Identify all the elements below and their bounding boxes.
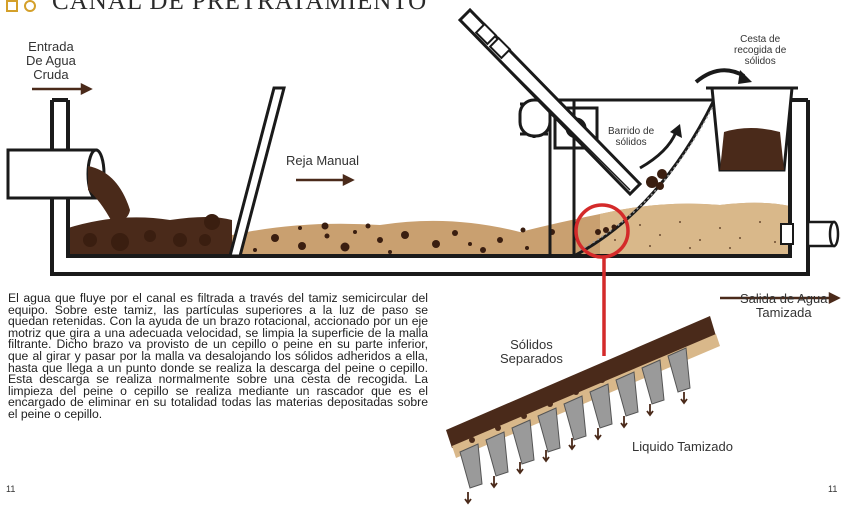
outlet-label-line: Tamizada (755, 305, 812, 320)
rotational-arm (457, 7, 643, 197)
collection-basket (706, 86, 798, 172)
basket-label-line: sólidos (744, 56, 776, 67)
basket-label: Cesta de recogida de sólidos (734, 34, 786, 67)
sweep-label: Barrido de sólidos (608, 126, 654, 148)
sweep-label-line: Barrido de (608, 126, 655, 137)
manual-grid (228, 86, 286, 258)
separated-solids-label: Sólidos Separados (500, 338, 563, 366)
outlet-label-line: Salida de Agua (740, 291, 828, 306)
screened-liquid-label: Liquido Tamizado (632, 439, 733, 454)
body-paragraph: El agua que fluye por el canal es filtra… (8, 291, 428, 421)
grid-label: Reja Manual (286, 153, 359, 168)
screen-mesh (579, 103, 715, 251)
inlet-label: Entrada De Agua Cruda (26, 40, 76, 82)
inlet-pipe (6, 148, 130, 222)
sweep-label-line: sólidos (615, 137, 647, 148)
sediment-particles (83, 214, 555, 254)
page-number-left: 11 (6, 484, 16, 494)
channel-water (68, 202, 790, 256)
inlet-label-line: De Agua (26, 53, 76, 68)
basket-label-line: Cesta de (740, 34, 781, 45)
page-title: CANAL DE PRETRATAMIENTO (52, 0, 428, 15)
motor (518, 98, 552, 138)
outlet-pipe (780, 220, 840, 248)
inlet-label-line: Entrada (28, 39, 74, 54)
separated-solids-label-line: Separados (500, 351, 563, 366)
page-number-right: 11 (828, 484, 838, 494)
inlet-label-line: Cruda (33, 67, 69, 82)
title-icon (6, 0, 36, 12)
basket-arrow-head (738, 70, 752, 84)
basket-label-line: recogida de (734, 45, 787, 56)
sweep-arrow (639, 131, 678, 170)
separated-solids-label-line: Sólidos (510, 337, 553, 352)
basket-arrow (694, 68, 746, 84)
sweep-arrow-head (670, 124, 682, 138)
sweep-solids (595, 169, 667, 235)
fine-particles (614, 221, 776, 249)
outlet-label: Salida de Agua Tamizada (740, 292, 827, 320)
flow-arrows (32, 82, 841, 305)
detail-highlight (574, 203, 630, 259)
comb-detail (446, 316, 720, 505)
